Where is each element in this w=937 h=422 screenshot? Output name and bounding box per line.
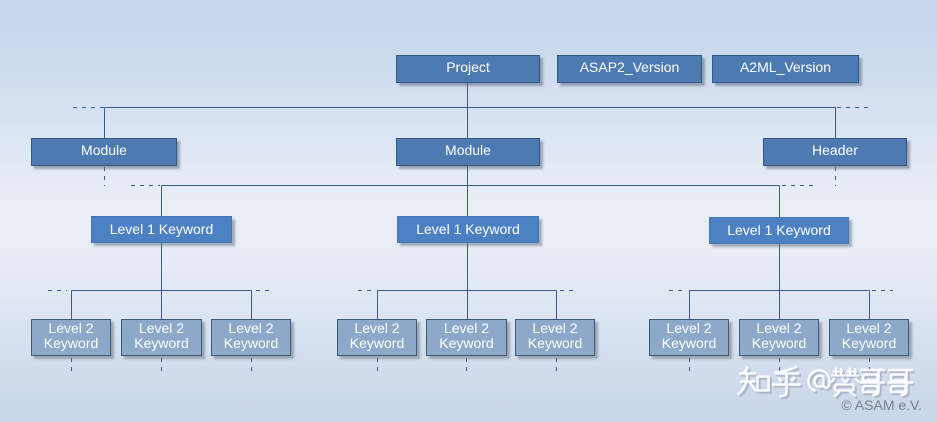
svg-text:© ASAM e.V.: © ASAM e.V. (841, 397, 922, 413)
